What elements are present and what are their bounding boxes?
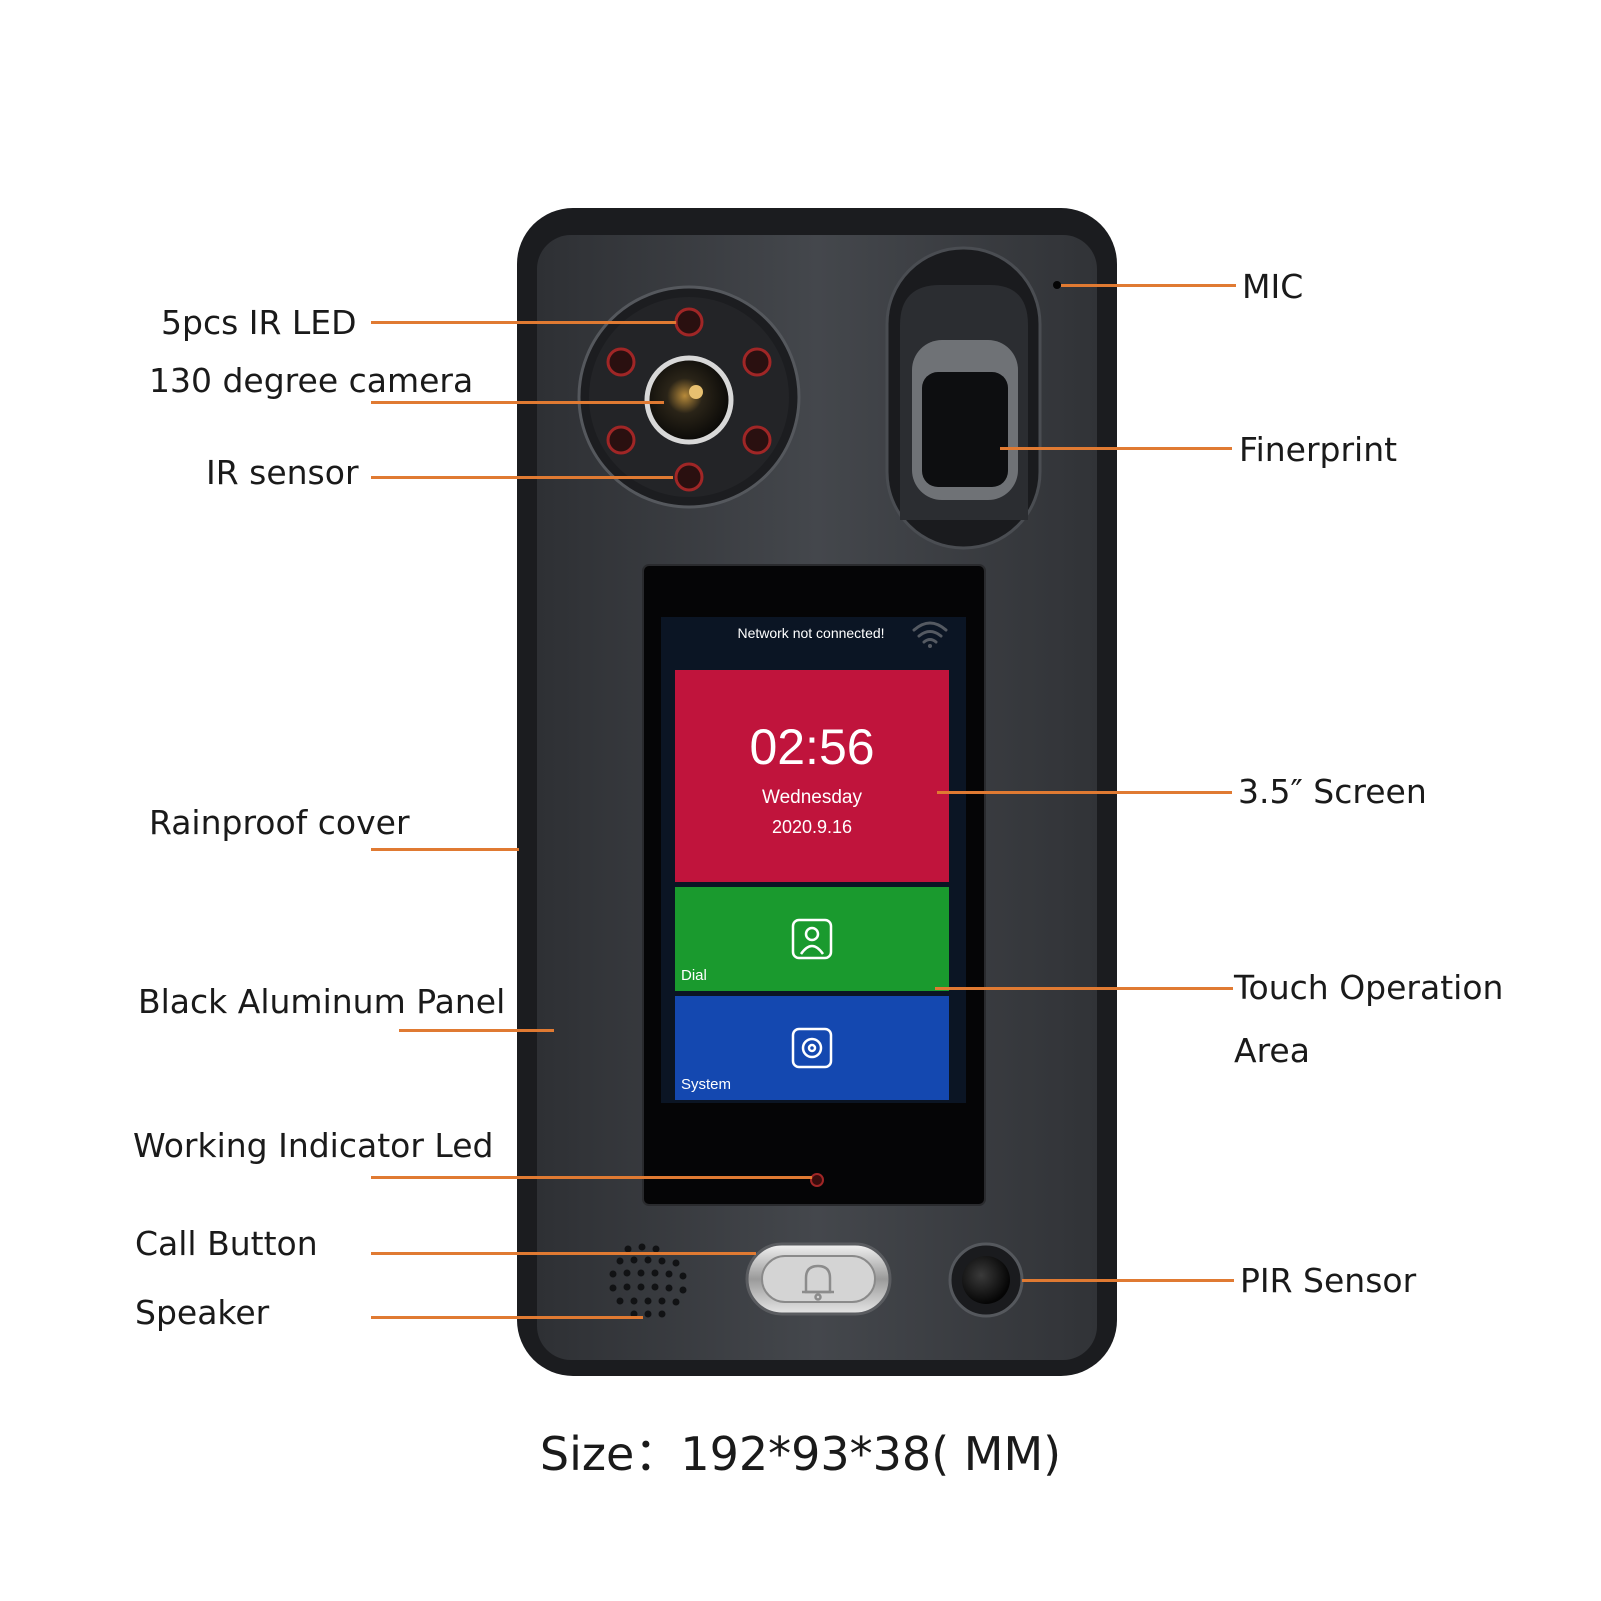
leader-rainproof	[371, 848, 519, 851]
label-ir-sensor: IR sensor	[206, 453, 359, 492]
camera-lens	[644, 355, 734, 445]
label-touch-line2: Area	[1234, 1031, 1310, 1070]
leader-speaker	[371, 1316, 643, 1319]
ir-sensor	[674, 462, 704, 492]
leader-panel	[399, 1029, 554, 1032]
label-touch-line1: Touch Operation	[1234, 968, 1504, 1007]
gear-icon	[791, 1027, 833, 1069]
leader-ir-sensor	[371, 476, 673, 479]
pir-sensor	[948, 1242, 1024, 1318]
label-pir: PIR Sensor	[1240, 1261, 1417, 1300]
label-ir-led: 5pcs IR LED	[161, 303, 357, 342]
label-call-button: Call Button	[135, 1224, 318, 1263]
label-rainproof: Rainproof cover	[149, 803, 410, 842]
leader-mic	[1061, 284, 1236, 287]
leader-indicator	[371, 1176, 812, 1179]
fingerprint-module	[885, 246, 1042, 550]
leader-touch	[935, 987, 1233, 990]
leader-screen	[937, 791, 1232, 794]
bell-icon	[802, 1264, 834, 1301]
size-caption: Size：192*93*38( MM)	[539, 1427, 1062, 1481]
speaker-grille	[609, 1243, 687, 1318]
dial-label: Dial	[681, 967, 707, 984]
system-tile[interactable]	[675, 996, 949, 1100]
camera-module	[577, 285, 801, 509]
call-button[interactable]	[745, 1242, 892, 1316]
clock-time: 02:56	[749, 719, 874, 775]
leader-fingerprint	[1000, 447, 1232, 450]
network-status: Network not connected!	[737, 625, 884, 641]
mic-hole	[1053, 281, 1061, 289]
leader-ir-led	[371, 321, 676, 324]
label-fingerprint: Finerprint	[1239, 430, 1398, 469]
label-mic: MIC	[1242, 267, 1304, 306]
label-indicator: Working Indicator Led	[133, 1126, 494, 1165]
leader-camera	[371, 401, 664, 404]
label-screen: 3.5″ Screen	[1238, 772, 1427, 811]
wifi-icon	[912, 621, 948, 648]
label-camera: 130 degree camera	[149, 361, 474, 400]
clock-weekday: Wednesday	[762, 787, 862, 808]
label-speaker: Speaker	[135, 1293, 270, 1332]
leader-pir	[1022, 1279, 1234, 1282]
indicator-led	[810, 1173, 824, 1187]
contact-icon	[791, 918, 833, 960]
label-panel: Black Aluminum Panel	[138, 982, 506, 1021]
leader-call-button	[371, 1252, 756, 1255]
ir-led-ring	[606, 307, 772, 455]
system-label: System	[681, 1076, 731, 1093]
clock-date: 2020.9.16	[772, 817, 852, 837]
clock-tile	[675, 670, 949, 882]
